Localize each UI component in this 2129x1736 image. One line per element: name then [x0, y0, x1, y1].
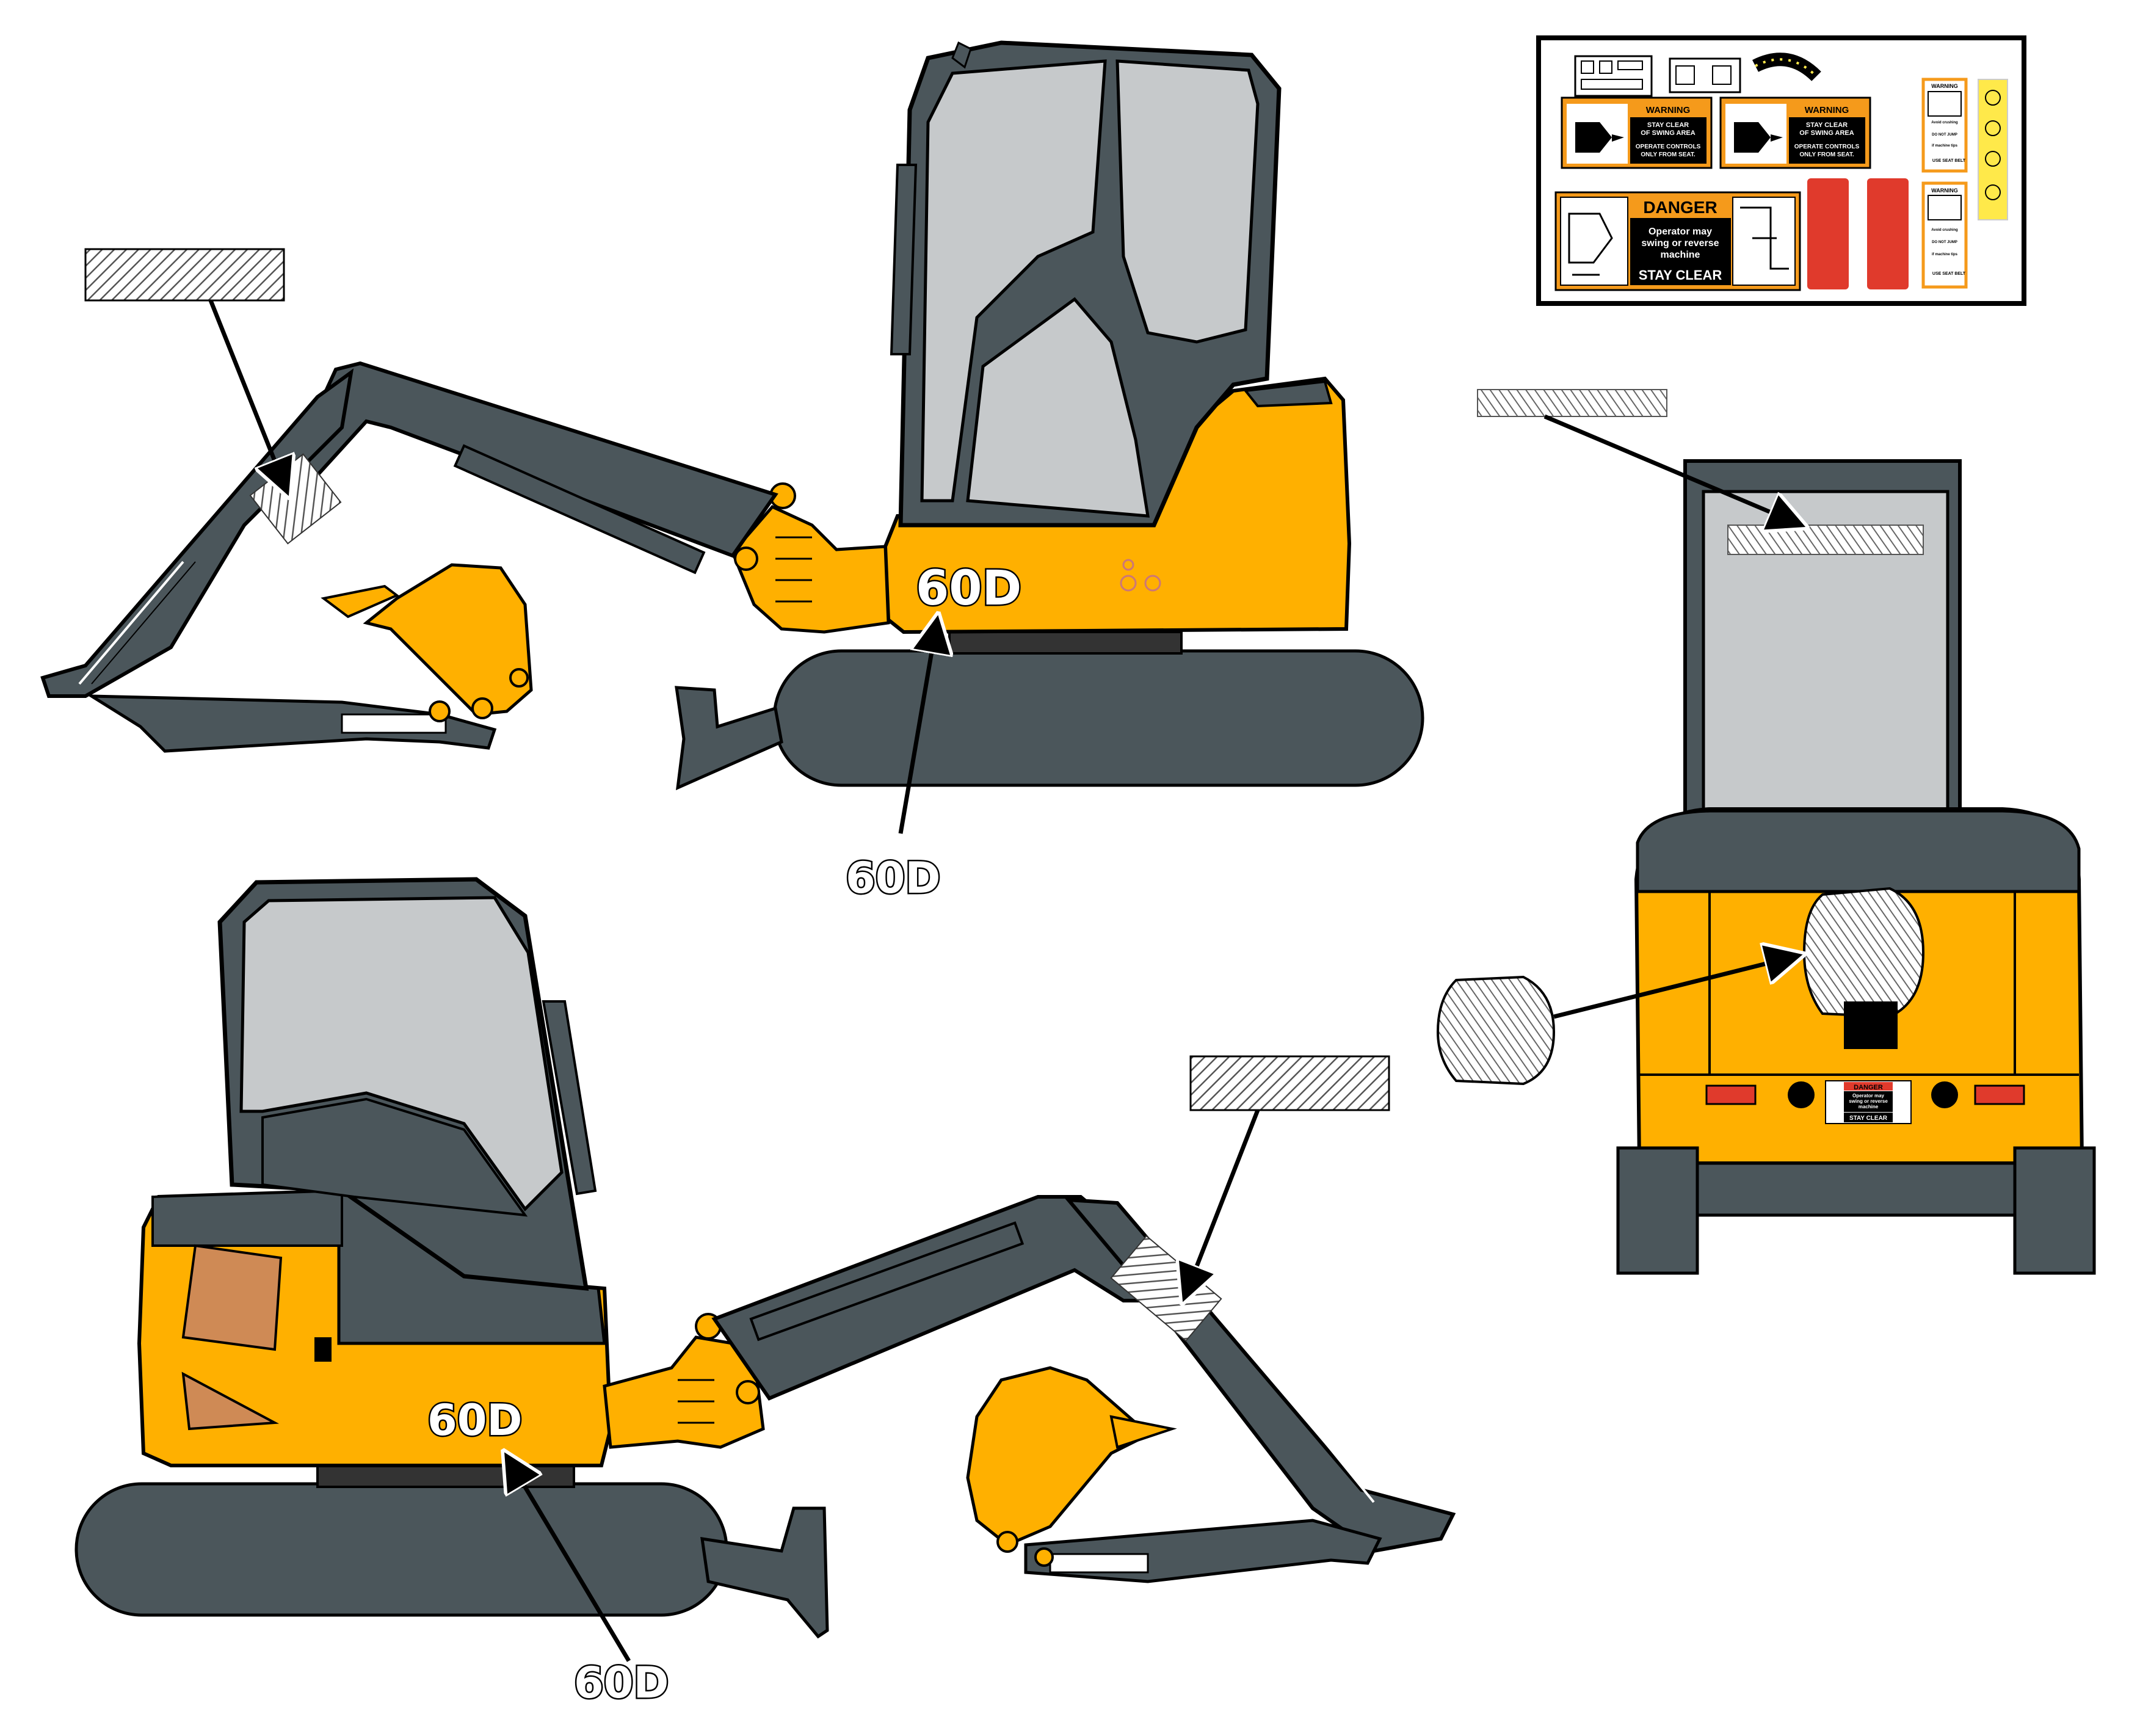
- cab-window-bottom: [239, 896, 564, 1211]
- rear-window: [181, 1244, 283, 1351]
- strip-1-title: WARNING: [1931, 83, 1958, 89]
- danger-line3: machine: [1661, 250, 1700, 260]
- callout-arrow-rear-wordmark: [1543, 414, 1801, 525]
- warning-2-line1: STAY CLEAR: [1806, 122, 1848, 129]
- callout-label-bottom-model: 60D: [574, 1658, 669, 1708]
- yellow-tag-strip: [1978, 79, 2008, 220]
- track: [772, 649, 1424, 787]
- bottom-side-view: 60D 60D: [74, 877, 1456, 1710]
- swivel-base: [948, 631, 1183, 655]
- decal-small-1: [1574, 55, 1653, 97]
- callout-hatched-wordmark: [1477, 389, 1667, 417]
- warning-strip-2: WARNING Avoid crushing DO NOT JUMP if ma…: [1921, 181, 1968, 289]
- callout-arrow-top-left: [208, 299, 287, 492]
- hatched-decal-callout-bottom: [1189, 1055, 1390, 1111]
- rear-hatched-logo: [1727, 525, 1924, 555]
- stick: [40, 368, 354, 698]
- strip-1-seat: USE SEAT BELT: [1932, 159, 1966, 163]
- rear-square-decal: [1844, 1001, 1898, 1049]
- bucket-bottom: [966, 1366, 1165, 1547]
- hatched-decal-callout-top: [84, 248, 285, 302]
- rear-danger-line3: machine: [1859, 1104, 1879, 1110]
- track-bottom: [74, 1482, 728, 1617]
- model-decal-top: 60D: [916, 561, 1021, 616]
- rear-danger-footer: STAY CLEAR: [1849, 1115, 1888, 1122]
- danger-line1: Operator may: [1648, 227, 1712, 237]
- rear-danger-line1: Operator may: [1852, 1093, 1885, 1099]
- rear-round-logo: [1802, 887, 1925, 1019]
- strip-1-line1: Avoid crushing: [1931, 121, 1958, 125]
- warning-2-title: WARNING: [1805, 105, 1849, 115]
- boom-cylinder-bottom: [749, 1221, 1025, 1342]
- cab-window-front: [920, 59, 1107, 503]
- red-reflector-2: [1867, 178, 1909, 289]
- model-decal-bottom: 60D: [427, 1395, 523, 1445]
- strip-2-title: WARNING: [1931, 187, 1958, 194]
- rear-view: DANGER Operator may swing or reverse mac…: [1436, 389, 2096, 1275]
- decal-small-2: [1669, 57, 1741, 93]
- warning-strip-1: WARNING Avoid crushing DO NOT JUMP if ma…: [1921, 78, 1968, 173]
- tail-lamp-left: [1705, 1084, 1757, 1105]
- swing-bracket: [731, 504, 890, 634]
- warning-1-line4: ONLY FROM SEAT.: [1641, 151, 1695, 158]
- dozer-blade: [675, 686, 783, 791]
- strip-2-line2: DO NOT JUMP: [1932, 241, 1957, 244]
- cab-window-door: [1115, 59, 1260, 344]
- callout-arrow-top-model: [898, 620, 937, 834]
- callout-arrow-bottom-model: [507, 1456, 631, 1662]
- rear-danger-line2: swing or reverse: [1849, 1099, 1888, 1104]
- rear-danger-decal: DANGER Operator may swing or reverse mac…: [1825, 1080, 1912, 1124]
- warning-2-line2: OF SWING AREA: [1799, 129, 1854, 137]
- rear-track-right: [2013, 1146, 2096, 1275]
- warning-decal-2: WARNING STAY CLEAR OF SWING AREA OPERATE…: [1719, 96, 1871, 169]
- decal-sheet: WARNING STAY CLEAR OF SWING AREA OPERATE…: [1536, 35, 2026, 306]
- danger-decal: DANGER Operator may swing or reverse mac…: [1554, 191, 1801, 291]
- swing-bracket-bottom: [603, 1335, 765, 1449]
- warning-decal-1: WARNING STAY CLEAR OF SWING AREA OPERATE…: [1561, 96, 1713, 169]
- warning-1-title: WARNING: [1646, 105, 1691, 115]
- callout-label-top-model: 60D: [846, 853, 941, 903]
- rear-danger-title: DANGER: [1854, 1084, 1883, 1091]
- warning-2-line3: OPERATE CONTROLS: [1794, 143, 1860, 150]
- strip-2-line3: if machine tips: [1932, 253, 1958, 256]
- callout-round-logo: [1436, 975, 1556, 1086]
- bucket: [363, 563, 533, 716]
- warning-1-line3: OPERATE CONTROLS: [1636, 143, 1701, 150]
- tail-lamp-right: [1974, 1084, 2025, 1105]
- warning-1-line1: STAY CLEAR: [1647, 122, 1689, 129]
- strip-1-line3: if machine tips: [1932, 144, 1958, 148]
- strip-2-line1: Avoid crushing: [1931, 228, 1958, 232]
- danger-footer: STAY CLEAR: [1639, 267, 1722, 283]
- strip-2-seat: USE SEAT BELT: [1932, 272, 1966, 276]
- danger-title: DANGER: [1643, 198, 1717, 217]
- stick-bottom: [1064, 1197, 1456, 1553]
- callout-arrow-bottom-right: [1184, 1109, 1260, 1298]
- callout-arrow-rear-logo: [1553, 956, 1798, 1019]
- boom: [285, 361, 778, 558]
- red-reflector-1: [1807, 178, 1849, 289]
- boom-cylinder: [453, 444, 706, 575]
- strip-1-line2: DO NOT JUMP: [1932, 133, 1957, 137]
- decal-arc: [1752, 53, 1821, 82]
- warning-1-line2: OF SWING AREA: [1641, 129, 1695, 137]
- top-side-view: 60D 60D: [40, 40, 1424, 905]
- danger-line2: swing or reverse: [1641, 238, 1719, 249]
- rear-track-left: [1616, 1146, 1699, 1275]
- dozer-blade-bottom: [700, 1506, 829, 1639]
- warning-2-line4: ONLY FROM SEAT.: [1799, 151, 1854, 158]
